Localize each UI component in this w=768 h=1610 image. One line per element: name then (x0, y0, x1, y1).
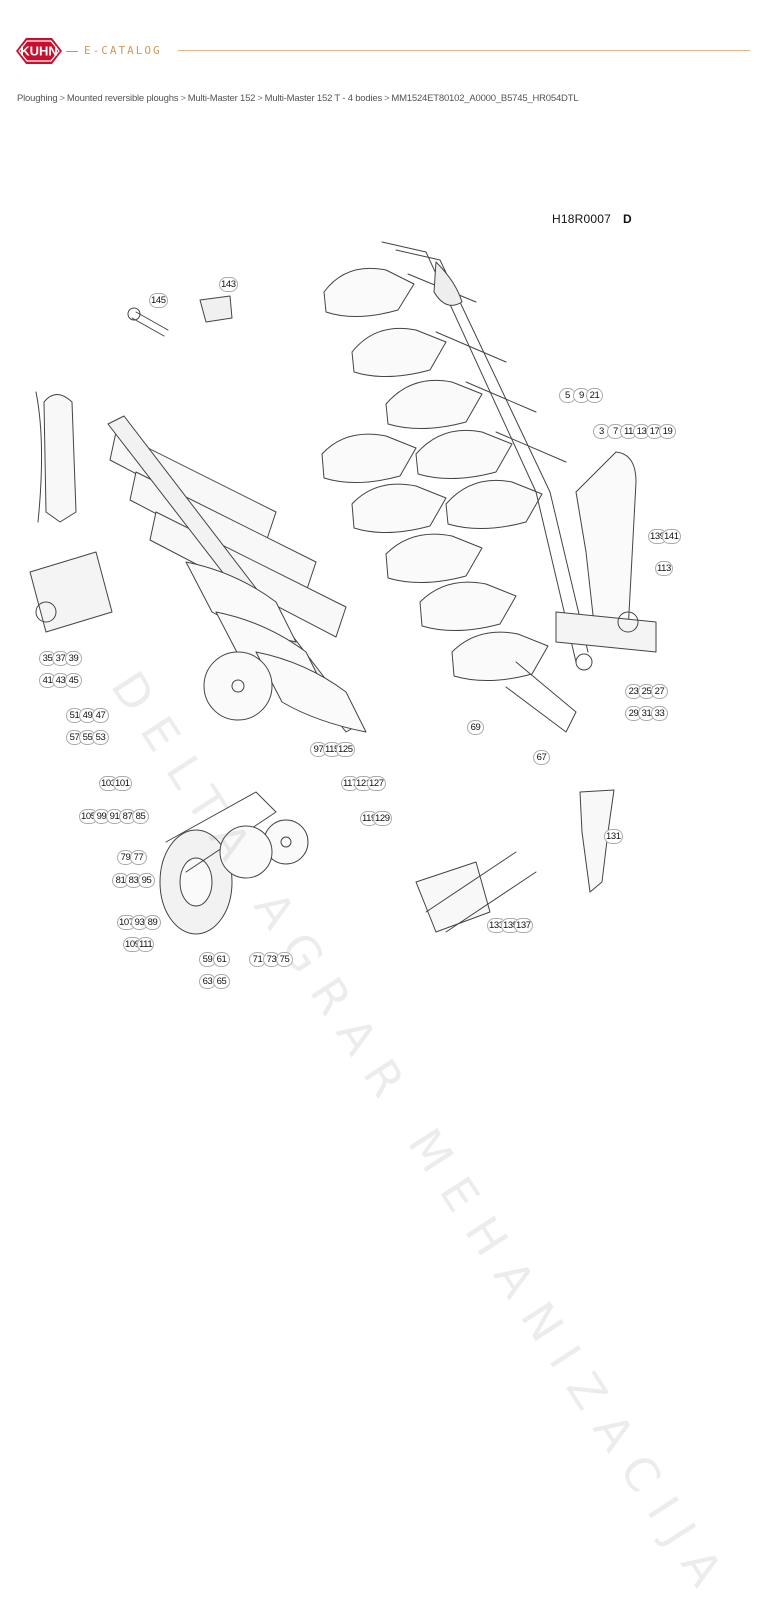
part-callout[interactable]: 83 (126, 874, 141, 887)
part-callout[interactable]: 63 (200, 975, 215, 988)
frame-headstock-left (29, 391, 113, 633)
part-callout[interactable]: 95 (139, 874, 154, 887)
part-callout[interactable]: 65 (214, 975, 229, 988)
part-callout[interactable]: 43 (53, 674, 68, 687)
part-callout[interactable]: 133 (488, 919, 505, 932)
reference-code: H18R0007 (552, 212, 611, 226)
part-callout[interactable]: 21 (587, 389, 602, 402)
logo-wordmark: KUHN (20, 44, 58, 59)
part-callout[interactable]: 71 (250, 953, 265, 966)
part-callout[interactable]: 39 (66, 652, 81, 665)
part-callout[interactable]: 67 (534, 751, 549, 764)
part-callout[interactable]: 49 (80, 709, 95, 722)
header-rule (178, 50, 750, 51)
part-callout[interactable]: 107 (118, 916, 135, 929)
part-callout[interactable]: 97 (311, 743, 326, 756)
plough-bodies-upper (321, 241, 589, 682)
part-callout[interactable]: 135 (502, 919, 519, 932)
part-callout[interactable]: 89 (145, 916, 160, 929)
breadcrumb-item-multi-master-152-t[interactable]: Multi-Master 152 T - 4 bodies (264, 93, 383, 104)
part-callout[interactable]: 33 (652, 707, 667, 720)
part-callout[interactable]: 37 (53, 652, 68, 665)
part-callout[interactable]: 19 (660, 425, 675, 438)
depth-wheel (159, 791, 277, 935)
breadcrumb-separator: > (384, 93, 390, 104)
part-callout[interactable]: 103 (100, 777, 117, 790)
part-callout[interactable]: 47 (93, 709, 108, 722)
part-callout[interactable]: 9 (574, 389, 589, 402)
part-callout[interactable]: 5 (560, 389, 575, 402)
part-callout[interactable]: 35 (40, 652, 55, 665)
part-callout[interactable]: 13 (634, 425, 649, 438)
part-callout[interactable]: 61 (214, 953, 229, 966)
part-callout[interactable]: 25 (639, 685, 654, 698)
part-callout[interactable]: 81 (113, 874, 128, 887)
reference-suffix: D (622, 212, 632, 226)
part-callout[interactable]: 31 (639, 707, 654, 720)
part-callout[interactable]: 3 (594, 425, 609, 438)
part-callout[interactable]: 11 (621, 425, 636, 438)
part-callout[interactable]: 87 (120, 810, 135, 823)
part-callout[interactable]: 57 (67, 731, 82, 744)
diagram-reference-code: H18R0007 D (552, 212, 632, 226)
part-callout[interactable]: 113 (656, 562, 672, 575)
part-callout[interactable]: 105 (80, 810, 97, 823)
header-dash (66, 51, 78, 52)
part-callout[interactable]: 7 (608, 425, 623, 438)
part-callout[interactable]: 27 (652, 685, 667, 698)
breadcrumb-separator: > (257, 93, 263, 104)
breadcrumb-item-mounted-reversible-ploughs[interactable]: Mounted reversible ploughs (66, 93, 179, 104)
disc-coulters (203, 651, 309, 879)
part-callout[interactable]: 119 (361, 812, 377, 825)
part-callout[interactable]: 79 (118, 851, 133, 864)
breadcrumb-separator: > (59, 93, 65, 104)
part-callout[interactable]: 77 (131, 851, 146, 864)
part-callout[interactable]: 129 (374, 812, 391, 825)
catalog-label: E-CATALOG (84, 44, 162, 57)
plough-bodies-lower (107, 415, 367, 733)
part-callout[interactable]: 17 (647, 425, 662, 438)
part-callout[interactable]: 53 (93, 731, 108, 744)
skimmer-assembly (415, 851, 537, 933)
kuhn-logo[interactable]: KUHN (16, 34, 62, 68)
plough-line-drawing (29, 241, 657, 935)
part-callout[interactable]: 143 (220, 278, 237, 291)
part-callout[interactable]: 127 (368, 777, 385, 790)
part-callout[interactable]: 137 (515, 919, 532, 932)
part-callout[interactable]: 125 (337, 743, 354, 756)
part-callout[interactable]: 29 (626, 707, 641, 720)
part-callout[interactable]: 69 (468, 721, 483, 734)
part-callout[interactable]: 115 (324, 743, 340, 756)
part-callout[interactable]: 59 (200, 953, 215, 966)
part-callout[interactable]: 85 (133, 810, 148, 823)
breadcrumb-item-current: MM1524ET80102_A0000_B5745_HR054DTL (391, 93, 579, 104)
breadcrumb-item-ploughing[interactable]: Ploughing (17, 93, 58, 104)
part-callout[interactable]: 117 (342, 777, 358, 790)
part-callout[interactable]: 99 (94, 810, 109, 823)
part-callout[interactable]: 141 (663, 530, 680, 543)
spare-parts-small (127, 295, 615, 893)
part-callout[interactable]: 75 (277, 953, 292, 966)
part-callout[interactable]: 73 (264, 953, 279, 966)
part-callout[interactable]: 23 (626, 685, 641, 698)
part-callout[interactable]: 111 (138, 938, 154, 951)
frame-headstock-right (505, 451, 657, 733)
part-callout[interactable]: 91 (107, 810, 122, 823)
exploded-parts-diagram: DELTA AGRAR MEHANIZACIJA (16, 192, 743, 1610)
breadcrumb-item-multi-master-152[interactable]: Multi-Master 152 (187, 93, 256, 104)
part-callout[interactable]: 131 (605, 830, 622, 843)
part-callout[interactable]: 101 (114, 777, 131, 790)
breadcrumb: Ploughing>Mounted reversible ploughs>Mul… (17, 93, 579, 104)
part-callout[interactable]: 93 (132, 916, 147, 929)
catalog-header: KUHN E-CATALOG (0, 0, 768, 90)
breadcrumb-separator: > (180, 93, 186, 104)
part-callout[interactable]: 109 (124, 938, 141, 951)
part-callout[interactable]: 145 (150, 294, 167, 307)
part-callout[interactable]: 55 (80, 731, 95, 744)
part-callout[interactable]: 41 (40, 674, 55, 687)
part-callout[interactable]: 45 (66, 674, 81, 687)
part-callout[interactable]: 139 (649, 530, 666, 543)
part-callout[interactable]: 121 (355, 777, 372, 790)
part-callout[interactable]: 51 (67, 709, 82, 722)
